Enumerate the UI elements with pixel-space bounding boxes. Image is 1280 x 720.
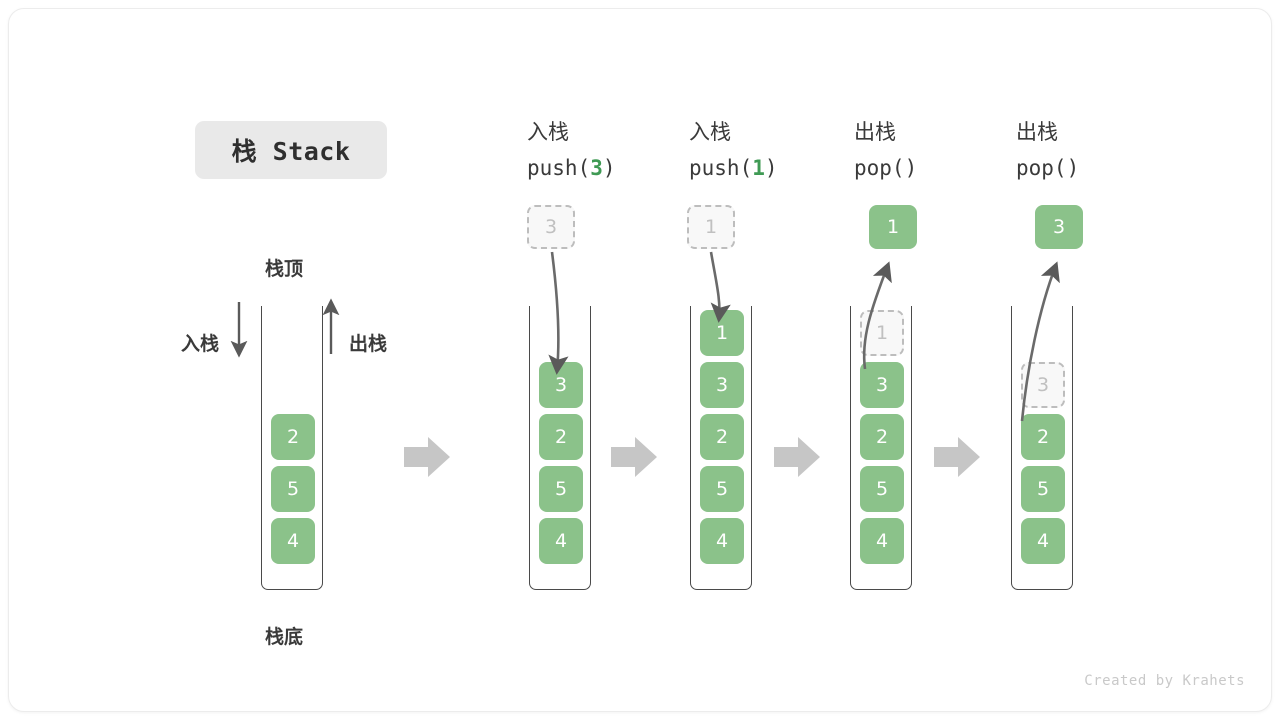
arrows-overlay — [230, 251, 1060, 477]
stack-cell: 4 — [1021, 518, 1065, 564]
column-head-pop3: 出栈 pop() — [1016, 114, 1079, 186]
stack-cells-push1: 1 3 2 5 4 — [691, 310, 753, 564]
push-side-label: 入栈 — [181, 333, 220, 355]
stack-cell: 4 — [539, 518, 583, 564]
stack-cell: 4 — [700, 518, 744, 564]
flow-arrow-4 — [934, 437, 980, 477]
column-head-line1: 入栈 — [527, 120, 569, 144]
stack-cell: 3 — [860, 362, 904, 408]
op-text: pop( — [854, 156, 905, 180]
op-arg: 3 — [590, 156, 603, 180]
stack-container-initial: 2 5 4 — [261, 306, 323, 590]
stack-cells-pop3: 3 2 5 4 — [1012, 362, 1074, 564]
stack-cell: 3 — [700, 362, 744, 408]
floating-cell-pop3: 3 — [1035, 205, 1083, 249]
op-close: ) — [764, 156, 778, 180]
stack-container-pop1: 1 3 2 5 4 — [850, 306, 912, 590]
op-close: ) — [1066, 156, 1080, 180]
stack-cell: 1 — [700, 310, 744, 356]
flow-arrow-3 — [774, 437, 820, 477]
stack-cell: 4 — [860, 518, 904, 564]
stack-cell: 5 — [1021, 466, 1065, 512]
stack-top-label: 栈顶 — [265, 258, 304, 280]
op-arg: 1 — [752, 156, 765, 180]
op-text: pop( — [1016, 156, 1067, 180]
flow-arrow-1 — [404, 437, 450, 477]
stack-cells-pop1: 1 3 2 5 4 — [851, 310, 913, 564]
stack-cells-initial: 2 5 4 — [262, 414, 324, 564]
stack-cell: 4 — [271, 518, 315, 564]
stack-cell: 5 — [539, 466, 583, 512]
stack-container-push1: 1 3 2 5 4 — [690, 306, 752, 590]
stack-cell-ghost: 3 — [1021, 362, 1065, 408]
footer-credit: Created by Krahets — [1084, 673, 1245, 689]
diagram-card: 栈 Stack 栈顶 入栈 出栈 2 5 4 栈底 入栈 push(3) 3 3… — [8, 8, 1272, 712]
floating-cell-push1: 1 — [687, 205, 735, 249]
column-head-push1: 入栈 push(1) — [689, 114, 778, 186]
stack-cell: 5 — [700, 466, 744, 512]
floating-cell-pop1: 1 — [869, 205, 917, 249]
column-head-line1: 入栈 — [689, 120, 731, 144]
op-text: push( — [689, 156, 753, 180]
diagram-title-text: 栈 Stack — [231, 137, 351, 166]
column-head-line2: pop() — [1016, 150, 1079, 186]
stack-cells-push3: 3 2 5 4 — [530, 362, 592, 564]
column-head-line1: 出栈 — [1016, 120, 1058, 144]
stack-cell: 2 — [700, 414, 744, 460]
op-close: ) — [602, 156, 616, 180]
column-head-line2: push(1) — [689, 150, 778, 186]
column-head-pop1: 出栈 pop() — [854, 114, 917, 186]
op-close: ) — [904, 156, 918, 180]
stack-cell: 2 — [860, 414, 904, 460]
stack-cell: 2 — [1021, 414, 1065, 460]
column-head-line1: 出栈 — [854, 120, 896, 144]
stack-cell: 2 — [271, 414, 315, 460]
stack-container-pop3: 3 2 5 4 — [1011, 306, 1073, 590]
stack-container-push3: 3 2 5 4 — [529, 306, 591, 590]
diagram-title-chip: 栈 Stack — [195, 121, 387, 179]
stack-bottom-label: 栈底 — [265, 626, 304, 648]
column-head-line2: pop() — [854, 150, 917, 186]
pop-side-label: 出栈 — [349, 333, 388, 355]
column-head-line2: push(3) — [527, 150, 616, 186]
column-head-push3: 入栈 push(3) — [527, 114, 616, 186]
stack-cell: 2 — [539, 414, 583, 460]
flow-arrow-2 — [611, 437, 657, 477]
stack-cell: 3 — [539, 362, 583, 408]
stack-cell: 5 — [271, 466, 315, 512]
stack-cell: 5 — [860, 466, 904, 512]
stack-cell-ghost: 1 — [860, 310, 904, 356]
floating-cell-push3: 3 — [527, 205, 575, 249]
op-text: push( — [527, 156, 591, 180]
